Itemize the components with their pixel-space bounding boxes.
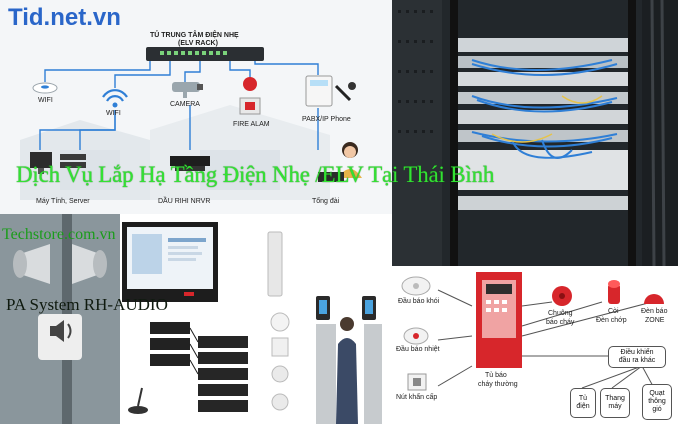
output-electric-panel-sublabel: điện (576, 403, 590, 410)
siren-label: Còi (608, 308, 619, 315)
server-rack-photo (392, 0, 678, 266)
zone-lamp-label: Đèn báo (641, 308, 668, 315)
output-fan-sublabel-2: gió (652, 405, 662, 413)
brand-logo-text: Tid.net.vn (8, 4, 121, 31)
heat-detector-label: Đầu báo nhiệt (396, 346, 440, 353)
store-watermark: Techstore.com.vn (2, 226, 116, 243)
rack-sublabel: (ELV RACK) (178, 40, 218, 47)
output-fan-sublabel: thông (648, 398, 666, 406)
elv-diagram-illustration (20, 47, 362, 200)
output-fan-label: Quạt (649, 390, 665, 398)
server-rack-illustration (392, 0, 678, 266)
output-elevator-label: Thang (605, 395, 625, 403)
pabx-label: PABX/IP Phone (302, 116, 351, 123)
fire-alarm-illustration (401, 272, 664, 391)
devices-illustration (122, 222, 382, 424)
elv-diagram-panel: Tid.net.vn TỦ TRUNG TÂM ĐIỆN NHẸ (ELV RA… (0, 0, 392, 214)
rack-label: TỦ TRUNG TÂM ĐIỆN NHẸ (150, 32, 239, 39)
output-control-label: Điều khiển (620, 349, 654, 357)
bell-sublabel: báo cháy (546, 319, 575, 326)
fire-alarm-label: FIRE ALAM (233, 121, 270, 128)
fire-alarm-diagram: Đầu báo khói Đầu báo nhiệt Nút khẩn cấp … (382, 266, 678, 424)
wifi-label-1: WIFI (38, 97, 53, 104)
call-point-label: Nút khẩn cấp (396, 394, 438, 401)
output-electric-panel-label: Tủ (578, 395, 588, 403)
siren-sublabel: Đèn chớp (596, 317, 627, 324)
dvr-label: DẦU RIHI NRVR (158, 198, 211, 205)
devices-collage (120, 214, 382, 424)
pa-speaker-photo (0, 214, 120, 424)
service-title-overlay: Dịch Vụ Lắp Hạ Tầng Điện Nhẹ /ELV Tại Th… (16, 162, 495, 187)
fire-panel-label: Tủ báo (485, 372, 507, 379)
output-control-sublabel: đầu ra khác (618, 357, 656, 364)
zone-lamp-sublabel: ZONE (645, 317, 665, 324)
operator-label: Tổng đài (312, 198, 340, 205)
output-elevator-sublabel: máy (608, 403, 622, 410)
camera-label: CAMERA (170, 101, 200, 108)
pa-system-caption: PA System RH-AUDIO (6, 295, 168, 314)
computers-label: Máy Tính, Server (36, 198, 90, 205)
fire-panel-sublabel: cháy thường (478, 381, 518, 388)
bell-label: Chuông (548, 310, 573, 317)
pa-speaker-illustration (0, 214, 120, 424)
smoke-detector-label: Đầu báo khói (398, 298, 440, 305)
wifi-label-2: WIFI (106, 110, 121, 117)
